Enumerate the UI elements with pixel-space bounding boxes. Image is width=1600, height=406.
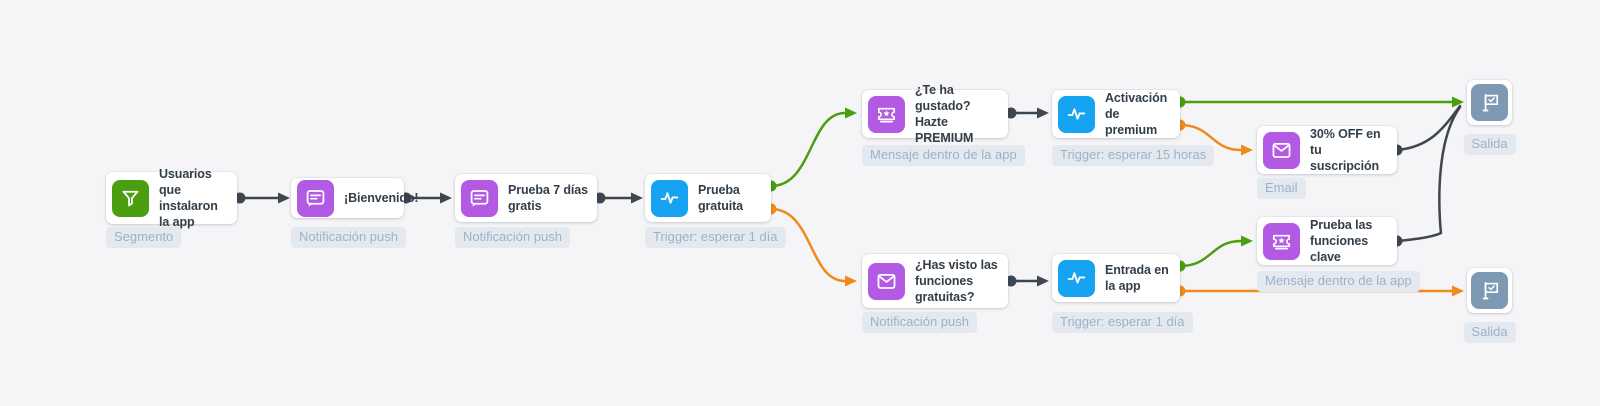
edge-arrowhead: [440, 192, 452, 204]
node-type-badge-trial-trigger: Trigger: esperar 1 día: [645, 227, 786, 248]
ticket-icon: [1263, 222, 1300, 260]
edge-arrowhead: [631, 192, 643, 204]
node-type-badge-free-trial-7days: Notificación push: [455, 227, 570, 248]
node-label: Entrada en la app: [1105, 263, 1169, 293]
edge-premium-activation-to-exit-top: [1174, 96, 1464, 108]
node-type-badge-seen-features: Notificación push: [862, 312, 977, 333]
node-label: ¡Bienvenido!: [344, 191, 419, 205]
node-type-badge-app-entry: Trigger: esperar 1 día: [1052, 312, 1193, 333]
edge-discount-email-to-exit-top: [1391, 104, 1462, 156]
edge-arrowhead: [1241, 235, 1253, 247]
node-type-badge-exit-top: Salida: [1463, 134, 1516, 155]
node-type-badge-key-features: Mensaje dentro de la app: [1257, 271, 1420, 292]
node-label: Prueba gratuita: [698, 183, 744, 213]
node-type-badge-welcome: Notificación push: [291, 227, 406, 248]
node-label: Usuarios que instalaron la app: [159, 167, 218, 229]
node-card-premium-offer[interactable]: ¿Te ha gustado? Hazte PREMIUM: [862, 83, 1008, 145]
edge-arrowhead: [1037, 275, 1049, 287]
node-type-badge-premium-activation: Trigger: esperar 15 horas: [1052, 145, 1215, 166]
node-label: ¿Te ha gustado? Hazte PREMIUM: [915, 83, 974, 145]
node-card-exit-bottom[interactable]: [1467, 268, 1512, 313]
edge-arrowhead: [1452, 96, 1464, 108]
edge-arrowhead: [1452, 285, 1464, 297]
edge-seen-features-to-app-entry: [1005, 275, 1049, 287]
email-icon: [868, 262, 905, 300]
activity-icon: [1058, 95, 1095, 133]
edge-arrowhead: [1037, 107, 1049, 119]
push-notification-icon: [297, 179, 334, 217]
node-type-badge-segment: Segmento: [106, 227, 182, 248]
activity-icon: [651, 179, 688, 217]
push-notification-icon: [461, 179, 498, 217]
node-type-badge-discount-email: Email: [1257, 178, 1306, 199]
node-label: 30% OFF en tu suscripción: [1310, 127, 1381, 173]
node-card-trial-trigger[interactable]: Prueba gratuita: [645, 174, 771, 222]
node-label: Prueba las funciones clave: [1310, 218, 1373, 264]
edge-segment-to-welcome: [234, 192, 290, 204]
edge-arrowhead: [1241, 144, 1253, 156]
edge-arrowhead: [845, 107, 857, 119]
node-type-badge-exit-bottom: Salida: [1463, 322, 1516, 343]
node-label: Activación de premium: [1105, 91, 1168, 137]
node-type-badge-premium-offer: Mensaje dentro de la app: [862, 145, 1025, 166]
edge-free-trial-7days-to-trial-trigger: [594, 192, 643, 204]
email-icon: [1263, 131, 1300, 169]
ticket-icon: [868, 95, 905, 133]
activity-icon: [1058, 259, 1095, 297]
node-card-seen-features[interactable]: ¿Has visto las funciones gratuitas?: [862, 254, 1008, 308]
node-card-exit-top[interactable]: [1467, 80, 1512, 125]
edge-arrowhead: [278, 192, 290, 204]
node-card-segment[interactable]: Usuarios que instalaron la app: [106, 167, 237, 229]
edge-trial-trigger-to-premium-offer: [765, 107, 857, 192]
edge-key-features-to-exit-top: [1391, 105, 1462, 247]
filter-icon: [112, 179, 149, 217]
node-card-discount-email[interactable]: 30% OFF en tu suscripción: [1257, 126, 1397, 174]
node-card-key-features[interactable]: Prueba las funciones clave: [1257, 217, 1397, 265]
node-label: ¿Has visto las funciones gratuitas?: [915, 258, 998, 304]
node-card-app-entry[interactable]: Entrada en la app: [1052, 254, 1180, 302]
edge-premium-offer-to-premium-activation: [1005, 107, 1049, 119]
node-card-premium-activation[interactable]: Activación de premium: [1052, 90, 1180, 138]
edge-arrowhead: [845, 275, 857, 287]
edge-app-entry-to-key-features: [1174, 235, 1253, 272]
flag-icon: [1471, 272, 1508, 309]
node-card-free-trial-7days[interactable]: Prueba 7 días gratis: [455, 174, 597, 222]
node-card-welcome[interactable]: ¡Bienvenido!: [291, 178, 419, 218]
flag-icon: [1471, 84, 1508, 121]
node-label: Prueba 7 días gratis: [508, 183, 588, 213]
